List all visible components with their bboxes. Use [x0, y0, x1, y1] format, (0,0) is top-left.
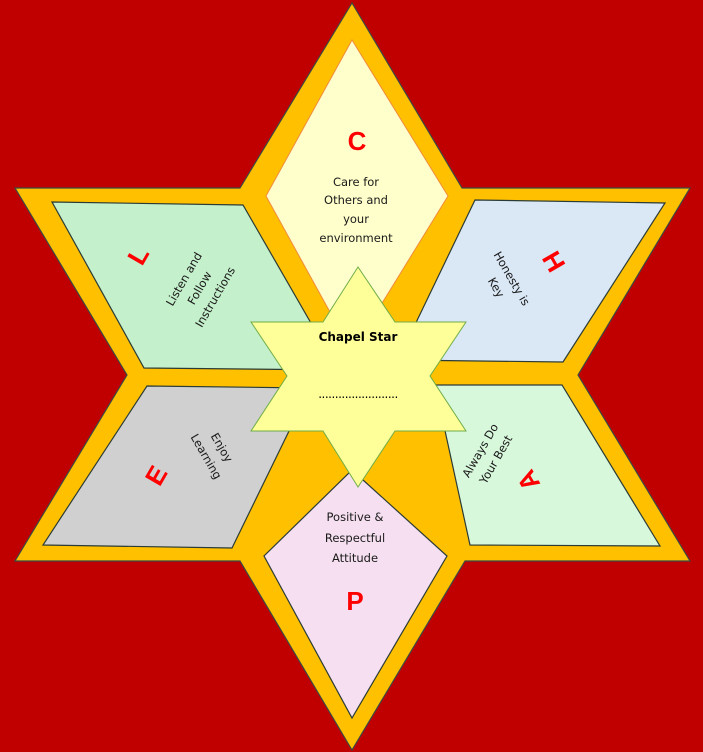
point-c-letter: C: [348, 126, 367, 156]
point-c: C Care for Others and your environment: [265, 39, 449, 353]
point-p-shape: [263, 469, 448, 720]
point-e: E Enjoy Learning: [41, 385, 311, 549]
point-p: Positive & Respectful Attitude P: [263, 469, 448, 720]
point-e-shape: [41, 385, 311, 549]
point-c-line: your: [343, 212, 369, 226]
point-p-letter: P: [346, 586, 363, 616]
point-c-line: environment: [319, 231, 393, 245]
center-star: Chapel Star ........................: [250, 266, 467, 488]
point-p-line: Respectful: [325, 531, 385, 545]
center-star-blank-line[interactable]: ........................: [318, 387, 398, 401]
point-c-line: Care for: [333, 175, 379, 189]
center-star-shape: [250, 266, 467, 488]
center-star-title: Chapel Star: [319, 330, 398, 344]
point-c-line: Others and: [324, 193, 388, 207]
point-a-shape: [434, 384, 662, 547]
point-p-line: Positive &: [327, 510, 384, 524]
point-p-line: Attitude: [332, 551, 378, 565]
